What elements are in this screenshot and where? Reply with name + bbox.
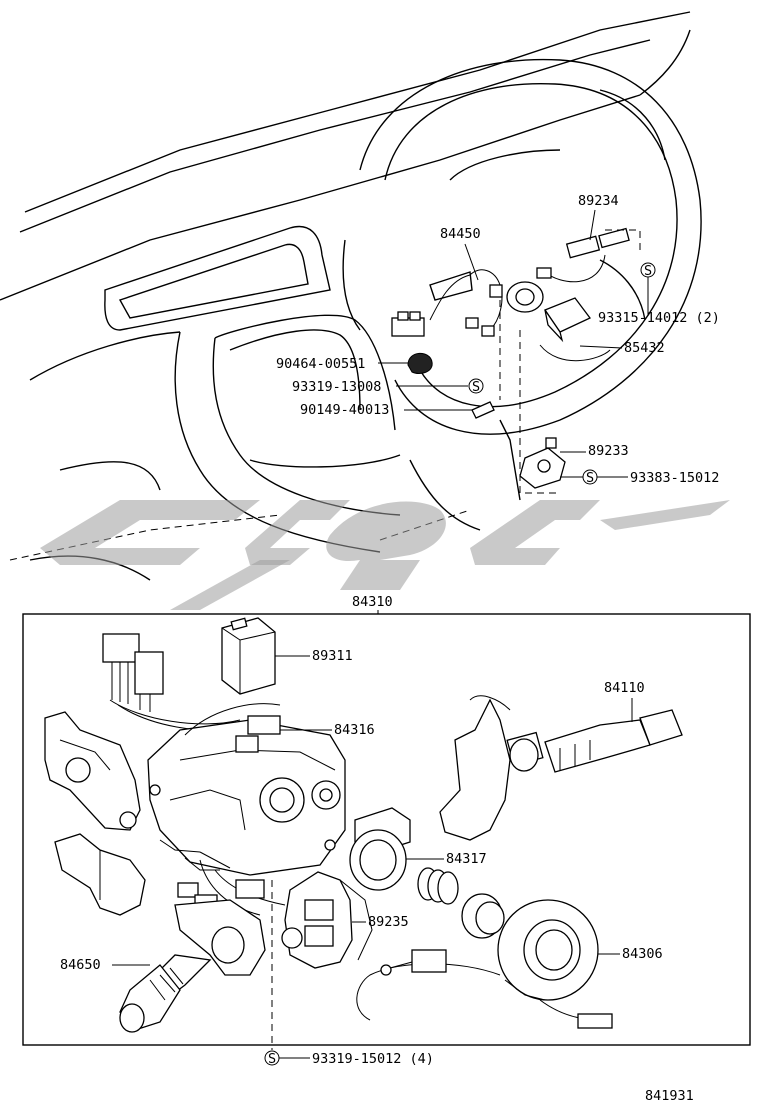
screw-mark-icon: S [264, 1050, 280, 1067]
label-89311: 89311 [312, 648, 353, 664]
label-89234: 89234 [578, 193, 619, 209]
label-89233: 89233 [588, 443, 629, 459]
spring-icon [417, 867, 459, 905]
label-93315: 93315-14012 (2) [598, 310, 720, 326]
dashboard-illustration [0, 11, 691, 581]
switch-body-84316-icon [147, 703, 346, 876]
label-93319-b: 93319-15012 (4) [312, 1051, 434, 1067]
lower-parts [44, 617, 683, 1033]
label-84306: 84306 [622, 946, 663, 962]
label-84450: 84450 [440, 226, 481, 242]
lower-labels: 89311 84316 84110 84317 89235 84306 8465… [60, 648, 663, 1067]
module-85432-icon [539, 297, 611, 362]
switch-84450-icon [429, 269, 544, 337]
collar-icon [461, 893, 505, 939]
screw-mark-icon: S [468, 378, 484, 395]
label-90464: 90464-00551 [276, 356, 365, 372]
label-90149: 90149-40013 [300, 402, 389, 418]
bracket-left-icon [44, 711, 141, 831]
ring-84317-icon [349, 807, 411, 891]
svg-text:S: S [472, 379, 480, 395]
svg-text:S: S [268, 1051, 276, 1067]
connector-89234-icon [536, 227, 630, 283]
clip-90464-icon [407, 352, 433, 375]
spiral-cable-84306-icon [356, 899, 613, 1029]
bolt-90149-icon [471, 401, 495, 419]
screw-mark-icon: S [582, 469, 598, 486]
sensor-89235-icon [281, 871, 373, 969]
figure-code: 841931 [645, 1088, 694, 1104]
label-84650: 84650 [60, 957, 101, 973]
assembly-frame [22, 613, 751, 1046]
turn-signal-switch-84650-icon [119, 899, 266, 1033]
upper-labels: 89234 84450 S 93315-14012 (2) 85432 9046… [276, 193, 720, 486]
label-84317: 84317 [446, 851, 487, 867]
label-85432: 85432 [624, 340, 665, 356]
wiper-switch-84110-icon [439, 695, 683, 841]
svg-text:S: S [586, 470, 594, 486]
label-93383: 93383-15012 [630, 470, 719, 486]
label-89235: 89235 [368, 914, 409, 930]
steering-wheel-icon [342, 58, 702, 501]
label-84110: 84110 [604, 680, 645, 696]
svg-text:S: S [644, 263, 652, 279]
sensor-89233-icon [519, 437, 566, 489]
screw-mark-icon: S [640, 262, 656, 279]
bracket-lower-left-icon [54, 833, 146, 916]
label-84310: 84310 [352, 594, 393, 610]
module-89311-icon [221, 617, 276, 695]
watermark-logo [40, 500, 730, 610]
label-84316: 84316 [334, 722, 375, 738]
plug-icon [391, 311, 425, 337]
upper-parts [391, 227, 641, 494]
label-93319-a: 93319-13008 [292, 379, 381, 395]
connector-block-icon [102, 633, 246, 731]
